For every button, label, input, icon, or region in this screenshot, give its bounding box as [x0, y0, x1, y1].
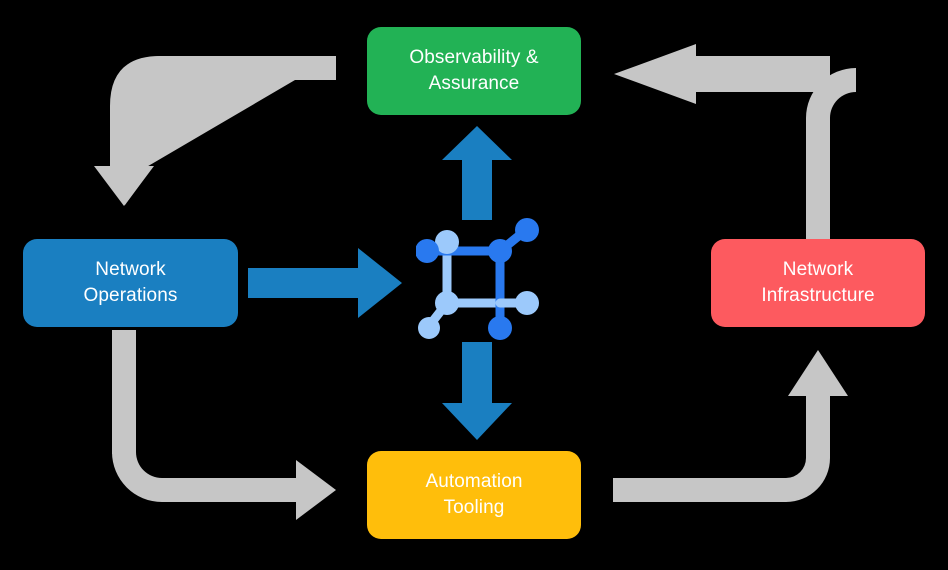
arrow-observability-to-operations-body: [106, 56, 336, 202]
node-network-infrastructure[interactable]: Network Infrastructure: [711, 239, 925, 327]
network-topology-icon: [416, 218, 539, 340]
node-network-operations[interactable]: Network Operations: [23, 239, 238, 327]
arrow-operations-to-automation-shape: [112, 330, 336, 520]
arrow-center-to-automation: [442, 342, 512, 440]
arrow-observability-to-operations-shape: [94, 56, 336, 206]
arrow-operations-to-center: [248, 248, 402, 318]
arrow-infrastructure-to-observability-shape: [614, 44, 856, 242]
arrow-observability-to-operations: [98, 60, 335, 205]
arrow-automation-to-infrastructure-shape: [613, 350, 848, 502]
node-observability-assurance[interactable]: Observability & Assurance: [367, 27, 581, 115]
arrow-center-to-observability: [442, 126, 512, 220]
node-automation-tooling[interactable]: Automation Tooling: [367, 451, 581, 539]
